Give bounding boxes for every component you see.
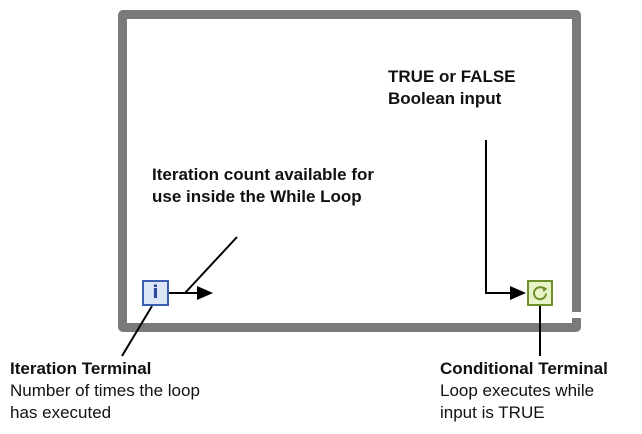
boolean-input-label: TRUE or FALSE Boolean input [388,67,516,108]
iteration-output-arrowhead [197,286,213,300]
iteration-terminal[interactable]: i [142,280,169,306]
while-loop-frame [118,10,581,332]
loop-condition-icon [533,286,548,301]
iteration-terminal-leader [121,305,153,357]
conditional-terminal-description: Loop executes while input is TRUE [440,381,595,422]
boolean-input-wire [485,140,512,294]
iteration-count-leader [184,236,238,294]
conditional-terminal[interactable] [527,280,553,306]
while-loop-frame-notch [566,312,586,318]
iteration-terminal-description: Number of times the loop has executed [10,381,200,422]
iteration-count-label: Iteration count available for use inside… [152,165,374,206]
boolean-input-arrowhead [510,286,526,300]
iteration-terminal-title: Iteration Terminal [10,359,152,378]
conditional-terminal-title: Conditional Terminal [440,359,608,378]
iteration-terminal-symbol: i [152,282,159,303]
